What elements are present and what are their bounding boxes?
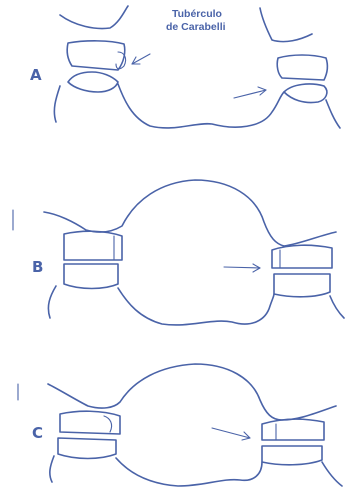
carabelli-label-line1: Tubérculo bbox=[172, 8, 222, 20]
panel-c: C bbox=[32, 364, 342, 486]
panel-label-c: C bbox=[32, 424, 43, 442]
lower-right-molar-a bbox=[284, 84, 327, 103]
panel-label-a: A bbox=[30, 66, 42, 84]
carabelli-label-line2: de Carabelli bbox=[166, 21, 226, 33]
upper-right-molar-c bbox=[262, 419, 324, 440]
upper-arch-b bbox=[44, 180, 336, 246]
panel-b: B bbox=[32, 180, 344, 325]
upper-left-molar-b bbox=[64, 231, 122, 260]
arrow-carabelli bbox=[132, 54, 150, 64]
arrow-b bbox=[224, 264, 260, 272]
arrow-c bbox=[212, 428, 250, 440]
arrow-a bbox=[234, 87, 266, 98]
panel-label-b: B bbox=[32, 258, 43, 276]
lower-arch-a bbox=[54, 84, 340, 128]
lower-left-molar-c bbox=[58, 438, 116, 459]
lower-arch-b bbox=[48, 286, 344, 325]
lower-left-molar-b bbox=[64, 264, 118, 289]
lower-right-molar-c bbox=[262, 446, 322, 465]
lower-right-molar-b bbox=[274, 274, 330, 297]
upper-right-molar-a bbox=[277, 55, 327, 80]
lower-left-molar-a bbox=[68, 72, 118, 92]
upper-right-molar-b bbox=[272, 245, 332, 268]
lower-arch-c bbox=[50, 456, 342, 486]
